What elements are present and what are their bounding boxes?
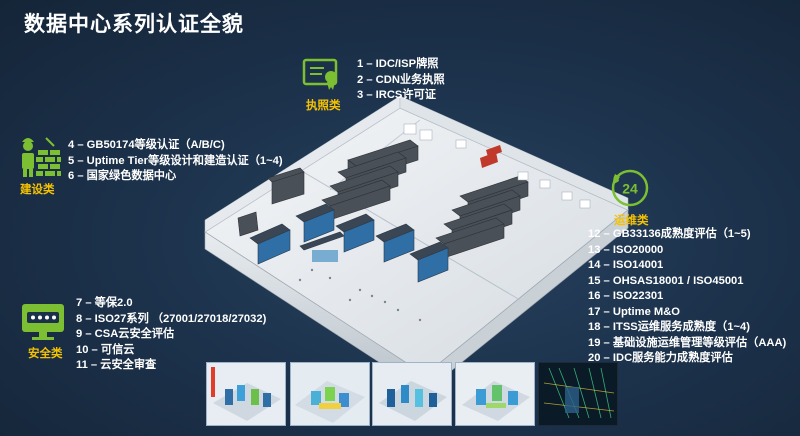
list-item: 18 – ITSS运维服务成熟度（1~4): [588, 321, 750, 333]
construction-list: 4 – GB50174等级认证（A/B/C) 5 – Uptime Tier等级…: [68, 138, 283, 185]
certificate-icon: [302, 54, 342, 94]
category-label-license: 执照类: [306, 100, 341, 112]
operations-list: 12 – GB33136成熟度评估（1~5) 13 – ISO20000 14 …: [588, 227, 786, 367]
list-item: 7 – 等保2.0: [76, 297, 133, 309]
list-item: 1 – IDC/ISP牌照: [357, 58, 439, 70]
list-item: 11 – 云安全审查: [76, 359, 157, 371]
list-item: 3 – IRCS许可证: [357, 89, 436, 101]
list-item: 2 – CDN业务执照: [357, 73, 445, 86]
24-hour-phone-icon: 24: [610, 168, 650, 208]
list-item: 16 – ISO22301: [588, 290, 664, 302]
list-item: 14 – ISO14001: [588, 259, 664, 271]
list-item: 13 – ISO20000: [588, 243, 664, 256]
list-item: 10 – 可信云: [76, 343, 135, 356]
list-item: 12 – GB33136成熟度评估（1~5): [588, 228, 751, 240]
thumbnail-sim-2: [290, 362, 370, 426]
password-monitor-icon: [20, 302, 66, 342]
category-label-construction: 建设类: [20, 184, 55, 196]
icon-24-text: 24: [622, 181, 638, 197]
server-rack-rows: [237, 123, 591, 322]
license-list: 1 – IDC/ISP牌照 2 – CDN业务执照 3 – IRCS许可证: [357, 57, 445, 104]
list-item: 8 – ISO27系列 （27001/27018/27032): [76, 312, 267, 325]
page-title: 数据中心系列认证全貌: [24, 13, 244, 36]
category-label-security: 安全类: [28, 348, 63, 360]
thumbnail-sim-5: [538, 362, 618, 426]
list-item: 15 – OHSAS18001 / ISO45001: [588, 274, 744, 287]
list-item: 19 – 基础设施运维管理等级评估（AAA): [588, 336, 787, 349]
list-item: 6 – 国家绿色数据中心: [68, 170, 177, 182]
worker-brick-wall-icon: [14, 132, 62, 178]
thumbnail-sim-1: [206, 362, 286, 426]
list-item: 17 – Uptime M&O: [588, 305, 681, 318]
thumbnail-sim-4: [455, 362, 535, 426]
category-label-operations: 运维类: [614, 215, 649, 227]
list-item: 9 – CSA云安全评估: [76, 328, 175, 340]
list-item: 4 – GB50174等级认证（A/B/C): [68, 139, 225, 151]
list-item: 20 – IDC服务能力成熟度评估: [588, 352, 733, 364]
security-list: 7 – 等保2.0 8 – ISO27系列 （27001/27018/27032…: [76, 296, 266, 374]
thumbnail-sim-3: [372, 362, 452, 426]
list-item: 5 – Uptime Tier等级设计和建造认证（1~4): [68, 154, 283, 167]
